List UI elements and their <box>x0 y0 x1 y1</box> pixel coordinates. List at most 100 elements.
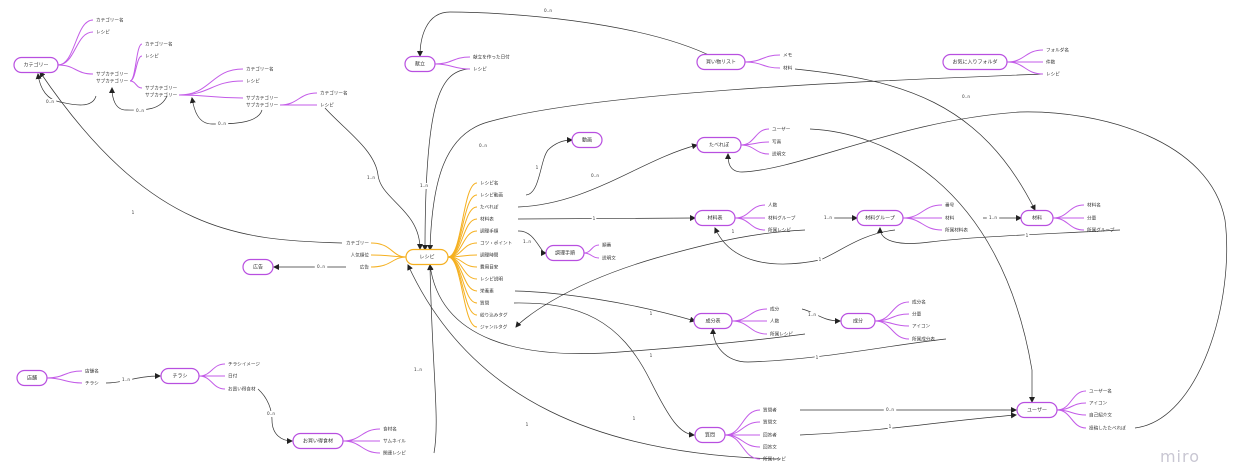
entity-label: 広告 <box>253 264 263 271</box>
attribute-bargain: 食材名 <box>383 426 397 433</box>
entity-box[interactable] <box>694 426 726 444</box>
cardinality-bg <box>43 99 57 105</box>
entity-box[interactable] <box>545 244 585 262</box>
relationship-connector[interactable] <box>109 87 168 111</box>
relationship-connector[interactable] <box>809 128 1035 403</box>
relationship-connector[interactable] <box>257 388 293 444</box>
relationship-connector[interactable] <box>710 328 947 363</box>
relationship-connector[interactable] <box>407 264 781 460</box>
attribute-store: チラシ <box>85 381 99 387</box>
attribute-sub2: カテゴリー名 <box>246 66 274 73</box>
relationship-connectors <box>35 11 1228 460</box>
relationship-connector[interactable] <box>514 290 696 323</box>
entity-box[interactable] <box>571 131 603 149</box>
attribute-sub3: レシピ <box>320 103 334 109</box>
relationship-connector[interactable] <box>427 264 437 454</box>
relationship-connector[interactable] <box>39 71 343 244</box>
entity-recipe[interactable]: レシピレシピ名レシピ動画たべれぽ材料表調理手順コツ・ポイント調理時間費用目安レシ… <box>346 180 512 331</box>
entity-box[interactable] <box>242 258 274 276</box>
cardinality-bg <box>119 377 133 383</box>
relationship-connector[interactable] <box>794 68 1036 211</box>
attribute-recipe-left: 人気順位 <box>351 252 370 259</box>
relationship-connector[interactable] <box>513 302 695 438</box>
entity-box[interactable] <box>1016 401 1058 419</box>
entity-box[interactable] <box>840 312 876 330</box>
attribute-sub2: レシピ <box>246 79 260 85</box>
relationship-connector[interactable] <box>35 73 97 106</box>
attribute-branch <box>734 217 766 231</box>
relationship-connector[interactable] <box>799 412 1017 436</box>
entity-label: 成分 <box>853 318 863 325</box>
entity-box[interactable] <box>405 248 449 266</box>
attribute-branch <box>279 92 318 106</box>
relationship-connector[interactable] <box>525 137 573 196</box>
entity-box[interactable] <box>160 367 200 385</box>
cardinality-label: 0..n <box>46 99 54 104</box>
attribute-branch <box>342 440 381 454</box>
entity-video[interactable]: 動画 <box>571 131 603 149</box>
cardinality-bg <box>631 416 637 422</box>
entity-box[interactable] <box>1020 209 1054 227</box>
cardinality-bg <box>133 108 147 114</box>
attribute-branch <box>198 363 226 377</box>
entity-box[interactable] <box>856 209 904 227</box>
relationship-connector[interactable] <box>417 11 716 59</box>
attribute-branch <box>583 244 600 254</box>
attribute-branch <box>1052 204 1085 219</box>
entity-label: 動画 <box>582 137 592 144</box>
entity-ad[interactable]: 広告 <box>242 258 274 276</box>
entity-box[interactable] <box>13 56 59 74</box>
relationship-connector[interactable] <box>515 229 806 328</box>
attribute-favorite: 件数 <box>1046 59 1056 66</box>
attribute-branch <box>447 256 478 280</box>
entity-box[interactable] <box>16 369 48 387</box>
entity-label: サブカテゴリー <box>246 102 279 109</box>
entity-box[interactable] <box>292 432 344 450</box>
entity-box[interactable] <box>696 53 746 71</box>
relationship-connector[interactable] <box>105 373 161 384</box>
relationship-connector[interactable] <box>714 227 896 265</box>
relationship-connector[interactable] <box>517 143 698 208</box>
attribute-branch <box>57 31 94 66</box>
entity-label: サブカテゴリー <box>96 78 129 85</box>
relationship-connector[interactable] <box>422 68 469 251</box>
entity-box[interactable] <box>694 209 736 227</box>
relationship-connector[interactable] <box>725 111 1228 429</box>
attribute-nutrient: 分量 <box>912 311 922 318</box>
entity-box[interactable] <box>942 53 1008 71</box>
entity-box[interactable] <box>693 312 733 330</box>
relationship-connector[interactable] <box>517 230 547 256</box>
entity-box[interactable] <box>696 136 742 154</box>
relationship-connector[interactable] <box>427 73 1044 251</box>
relationship-connector[interactable] <box>427 264 806 354</box>
attribute-branch <box>447 256 478 304</box>
attribute-branch <box>46 370 83 379</box>
relationship-connector[interactable] <box>517 215 696 222</box>
relationship-connector[interactable] <box>801 308 841 324</box>
attribute-branch <box>178 94 244 99</box>
cardinality-label: 0..n <box>218 121 226 126</box>
relationship-connector[interactable] <box>189 97 263 125</box>
relationship-connector[interactable] <box>324 107 423 250</box>
relationship-connector[interactable] <box>877 227 1121 244</box>
entity-box[interactable] <box>404 55 436 73</box>
